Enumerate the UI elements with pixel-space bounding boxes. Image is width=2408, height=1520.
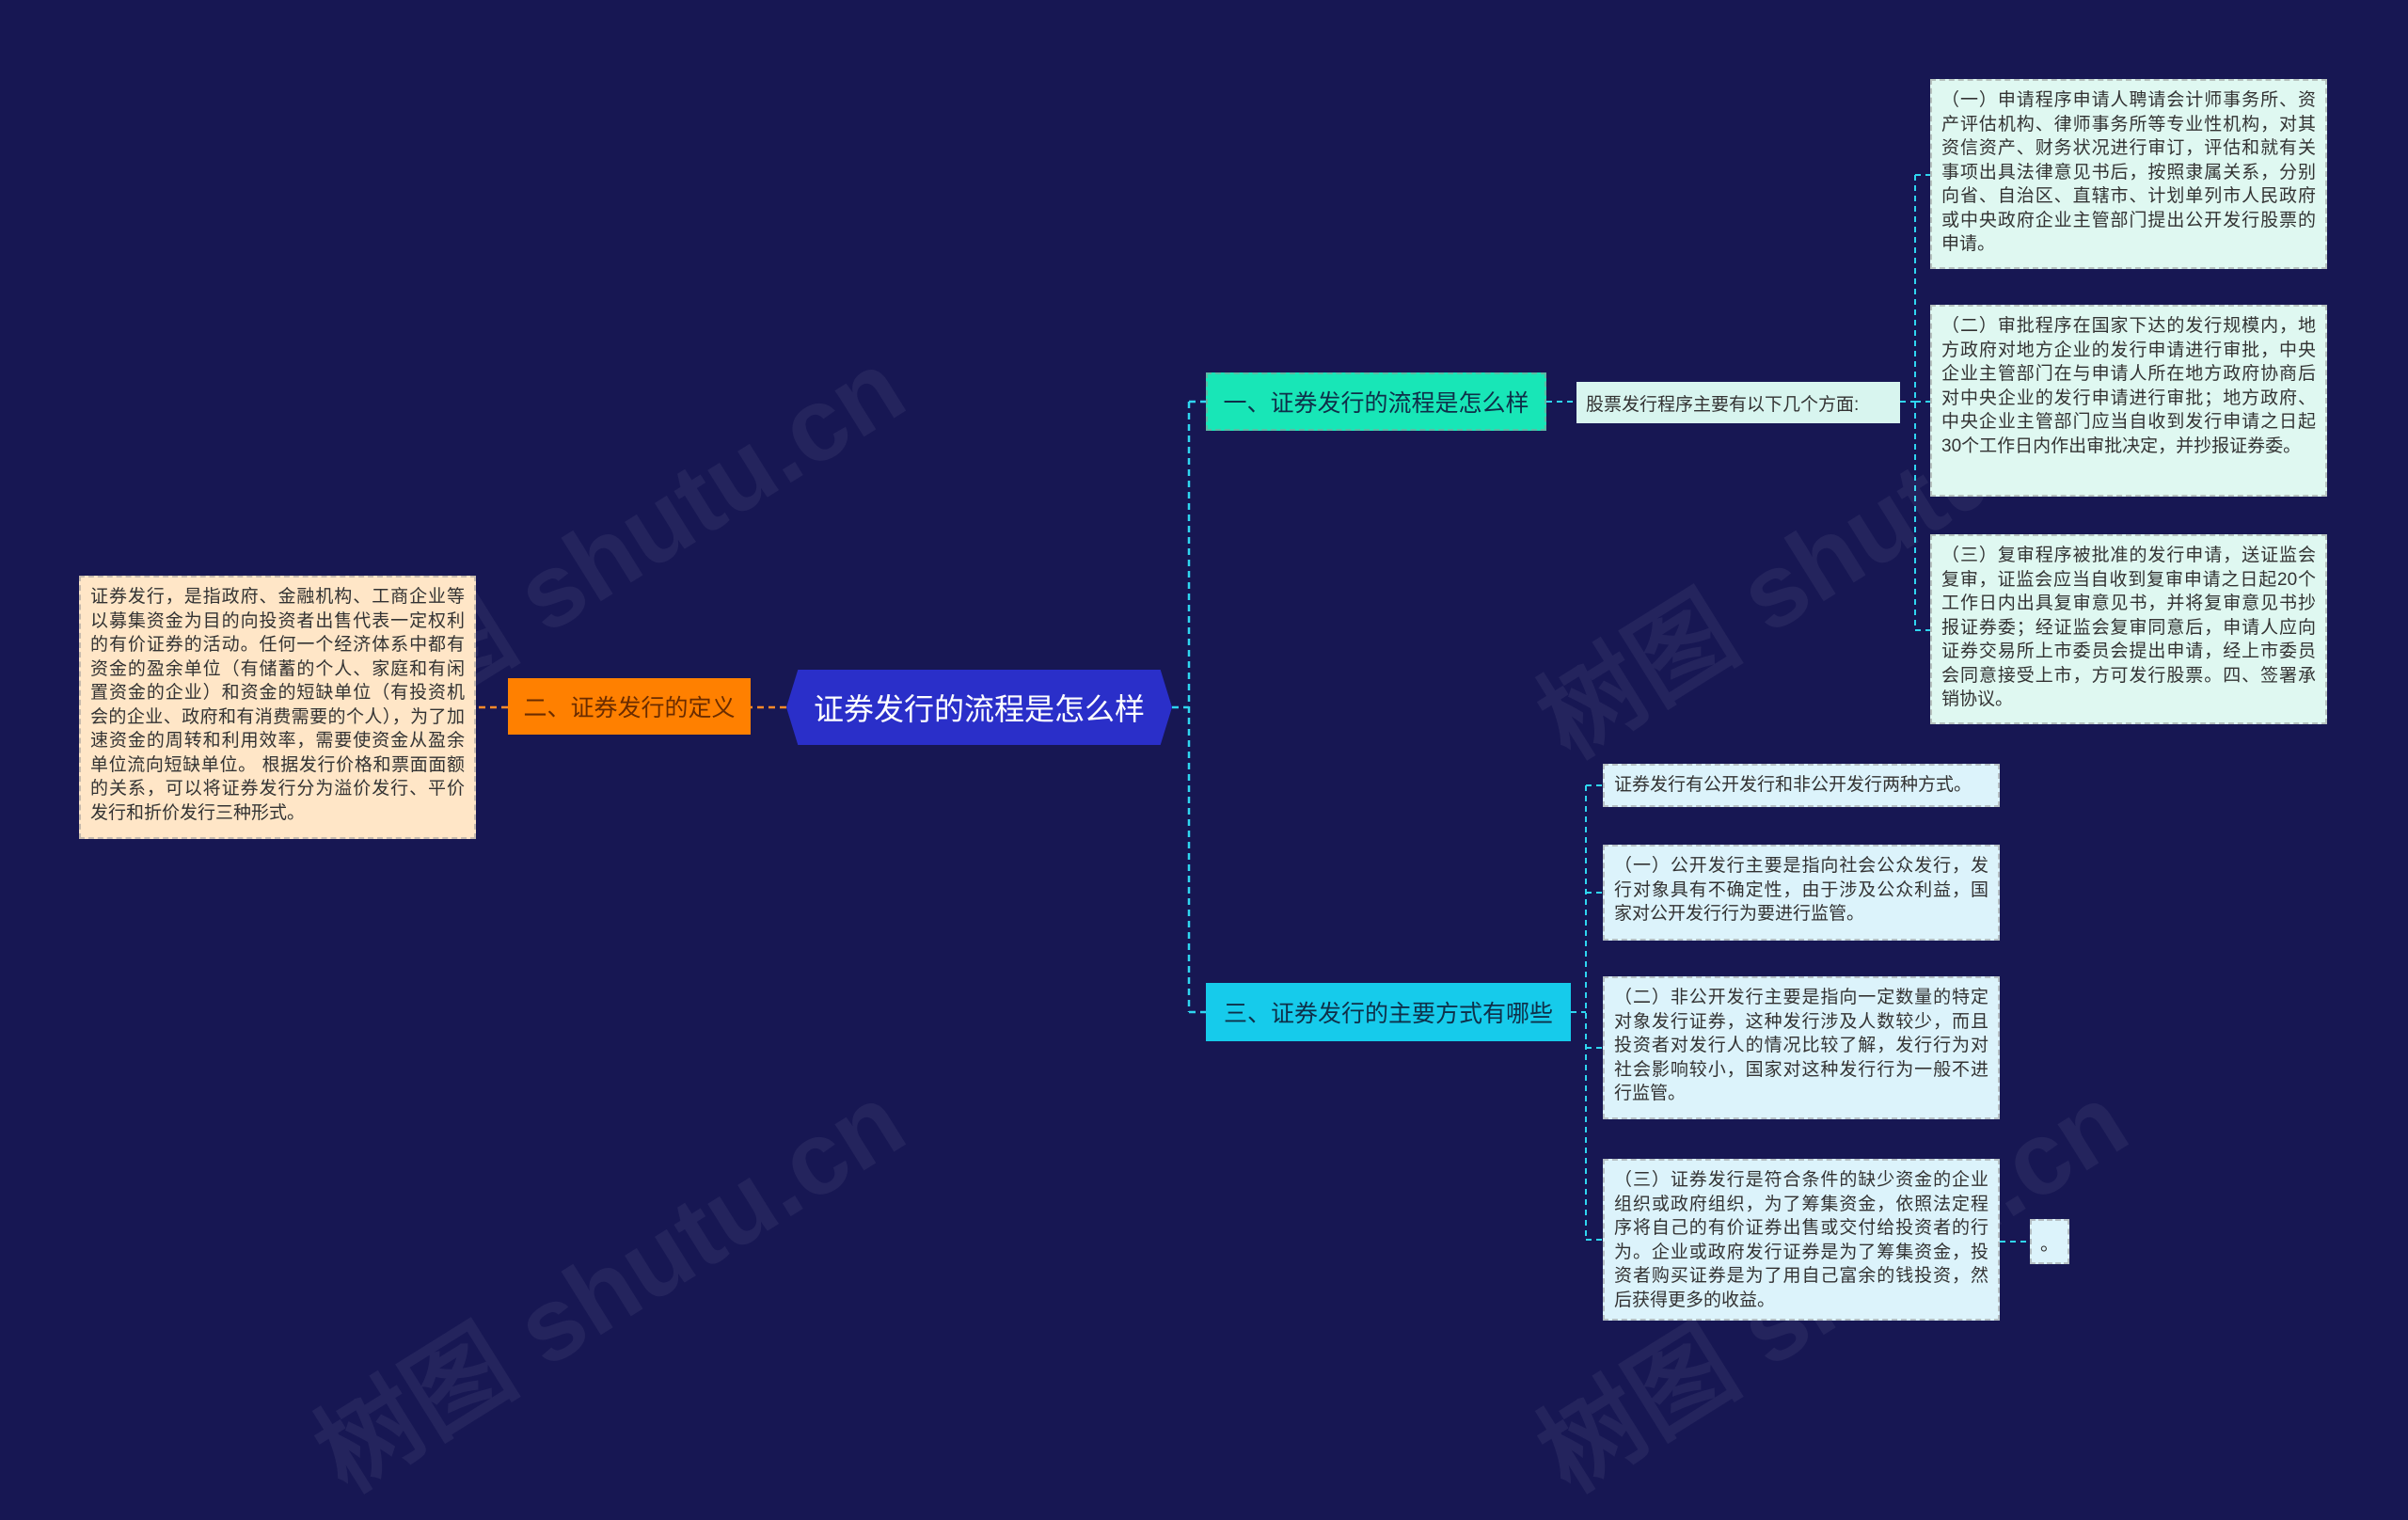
methods-leaf-1-text: 证券发行有公开发行和非公开发行两种方式。 — [1614, 775, 1972, 796]
process-intermediate[interactable]: 股票发行程序主要有以下几个方面: — [1576, 382, 1900, 423]
branch-process[interactable]: 一、证券发行的流程是怎么样 — [1206, 372, 1546, 431]
branch-definition[interactable]: 二、证券发行的定义 — [508, 678, 751, 735]
methods-leaf-2[interactable]: （一）公开发行主要是指向社会公众发行，发行对象具有不确定性，由于涉及公众利益，国… — [1603, 845, 2000, 941]
connector-lines — [476, 174, 2030, 1243]
branch-process-label: 一、证券发行的流程是怎么样 — [1223, 390, 1529, 417]
root-node[interactable]: 证券发行的流程是怎么样 — [786, 670, 1172, 745]
process-leaf-3-text: （三）复审程序被批准的发行申请，送证监会复审，证监会应当自收到复审申请之日起20… — [1941, 546, 2316, 709]
connector-methods-leaves — [1585, 784, 1603, 1241]
definition-leaf-text: 证券发行，是指政府、金融机构、工商企业等以募集资金为目的向投资者出售代表一定权利… — [90, 587, 465, 823]
process-leaf-1-text: （一）申请程序申请人聘请会计师事务所、资产评估机构、律师事务所等专业性机构，对其… — [1941, 90, 2316, 254]
methods-sub-leaf[interactable]: 。 — [2030, 1219, 2069, 1264]
process-leaf-2-text: （二）审批程序在国家下达的发行规模内，地方政府对地方企业的发行申请进行审批，中央… — [1941, 316, 2316, 456]
methods-leaf-2-text: （一）公开发行主要是指向社会公众发行，发行对象具有不确定性，由于涉及公众利益，国… — [1614, 856, 1988, 924]
process-leaf-3[interactable]: （三）复审程序被批准的发行申请，送证监会复审，证监会应当自收到复审申请之日起20… — [1930, 534, 2327, 724]
process-leaf-1[interactable]: （一）申请程序申请人聘请会计师事务所、资产评估机构、律师事务所等专业性机构，对其… — [1930, 79, 2327, 269]
methods-leaf-4-text: （三）证券发行是符合条件的缺少资金的企业组织或政府组织，为了筹集资金，依照法定程… — [1614, 1170, 1988, 1310]
connector-intermediate-leaves — [1900, 174, 1930, 631]
branch-definition-label: 二、证券发行的定义 — [523, 695, 736, 721]
process-leaf-2[interactable]: （二）审批程序在国家下达的发行规模内，地方政府对地方企业的发行申请进行审批，中央… — [1930, 305, 2327, 497]
methods-leaf-1[interactable]: 证券发行有公开发行和非公开发行两种方式。 — [1603, 764, 2000, 807]
mind-map-canvas: 树图 shutu.cn 树图 shutu.cn 树图 shutu.cn 树图 s… — [79, 79, 2327, 1513]
root-label: 证券发行的流程是怎么样 — [813, 692, 1145, 726]
methods-leaf-3[interactable]: （二）非公开发行主要是指向一定数量的特定对象发行证券，这种发行涉及人数较少，而且… — [1603, 976, 2000, 1119]
process-intermediate-text: 股票发行程序主要有以下几个方面: — [1586, 394, 1860, 415]
methods-leaf-4[interactable]: （三）证券发行是符合条件的缺少资金的企业组织或政府组织，为了筹集资金，依照法定程… — [1603, 1159, 2000, 1321]
branch-methods-label: 三、证券发行的主要方式有哪些 — [1223, 1001, 1553, 1027]
methods-leaf-3-text: （二）非公开发行主要是指向一定数量的特定对象发行证券，这种发行涉及人数较少，而且… — [1614, 988, 1988, 1103]
definition-leaf[interactable]: 证券发行，是指政府、金融机构、工商企业等以募集资金为目的向投资者出售代表一定权利… — [79, 576, 476, 839]
branch-methods[interactable]: 三、证券发行的主要方式有哪些 — [1206, 983, 1571, 1041]
methods-sub-leaf-text: 。 — [2040, 1233, 2059, 1255]
